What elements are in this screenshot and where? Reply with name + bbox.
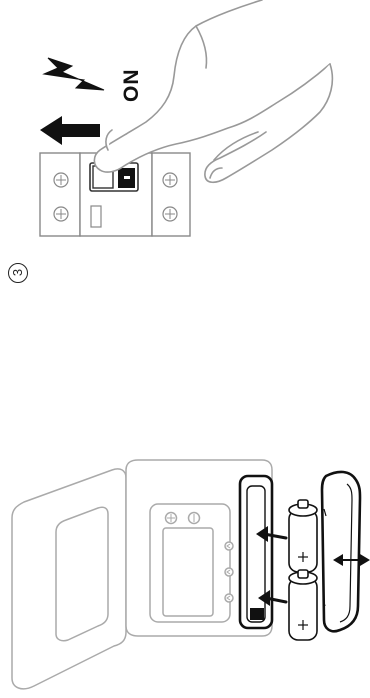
- right-mounting-plate: [152, 153, 190, 236]
- battery-lower: [289, 570, 317, 640]
- arrow-left-icon: [40, 116, 100, 145]
- step-number-badge: 3: [8, 263, 28, 283]
- lightning-bolt-icon: [44, 58, 104, 90]
- left-mounting-plate: [40, 153, 80, 236]
- step-number: 3: [9, 269, 26, 276]
- power-switch-illustration: [0, 0, 370, 250]
- thermostat-door: [12, 469, 126, 689]
- on-label: ON: [122, 72, 142, 102]
- battery-cover: [322, 472, 360, 631]
- battery-install-illustration: [0, 430, 370, 690]
- battery-upper: [289, 500, 317, 572]
- battery-compartment: [240, 476, 272, 628]
